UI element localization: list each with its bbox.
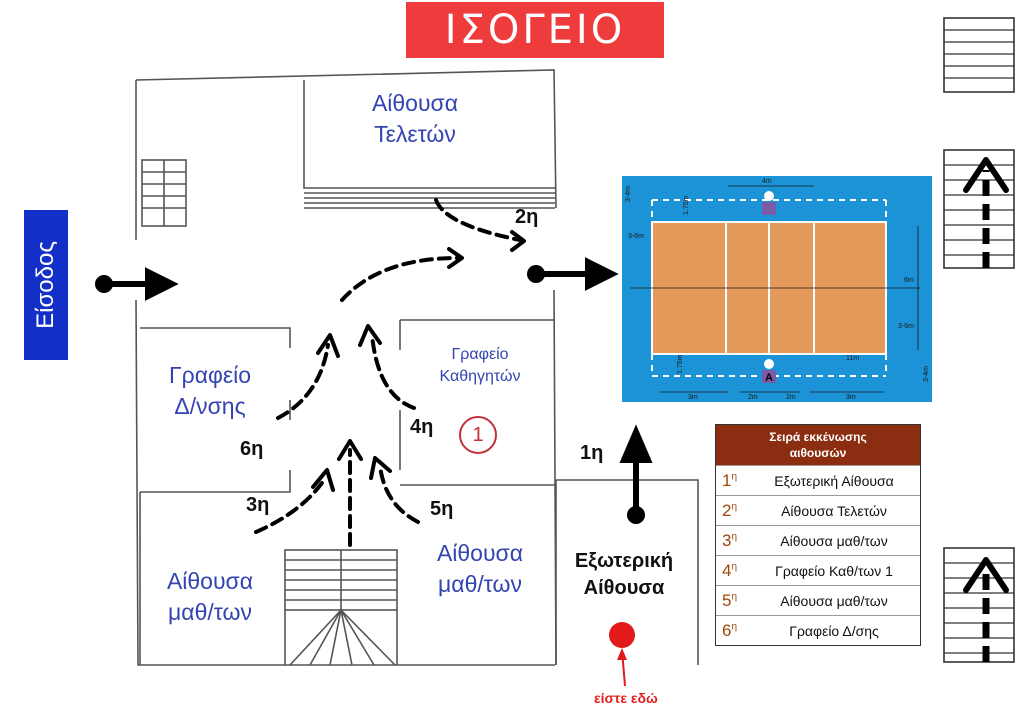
route-label-4: 4η	[410, 416, 434, 438]
legend-room-name: Αίθουσα Τελετών	[781, 502, 887, 519]
legend-number: 1η	[722, 470, 738, 490]
teachers-office-label: Γραφείο Καθηγητών	[439, 346, 521, 385]
court-dim: 3-4m	[923, 366, 930, 382]
legend-row: 3η Αίθουσα μαθ/των	[716, 525, 920, 555]
marker-circle: 1	[459, 416, 497, 454]
classroom-left-label: Αίθουσα μαθ/των	[166, 568, 254, 626]
legend-room-name: Αίθουσα μαθ/των	[780, 592, 888, 609]
court-dim: 3m	[688, 394, 698, 401]
classroom-center-label: Αίθουσα μαθ/των	[436, 540, 524, 598]
legend-number: 3η	[722, 530, 738, 550]
court-dim: 1.75m	[677, 354, 684, 374]
volleyball-court-diagram: 4m 3-4m 1.75m 3-6m 6m 3-6m 1.75m 11m 3-4…	[622, 176, 932, 402]
legend-number: 2η	[722, 500, 738, 520]
legend-room-name: Εξωτερική Αίθουσα	[774, 472, 894, 489]
route-label-6: 6η	[240, 438, 264, 460]
court-dim: 1.75m	[683, 195, 690, 215]
legend-row: 1η Εξωτερική Αίθουσα	[716, 465, 920, 495]
legend-room-name: Γραφείο Καθ/των 1	[775, 562, 893, 579]
legend-row: 5η Αίθουσα μαθ/των	[716, 585, 920, 615]
external-hall-label: Εξωτερική Αίθουσα	[574, 550, 674, 599]
you-are-here-label: είστε εδώ	[594, 690, 658, 706]
court-dim: 2m	[748, 394, 758, 401]
court-dim: 4m	[762, 178, 772, 185]
evacuation-order-legend: Σειρά εκκένωσης αιθουσών 1η Εξωτερική Αίθ…	[715, 424, 921, 647]
court-dim: 6m	[904, 277, 914, 284]
court-dim: 3m	[846, 394, 856, 401]
legend-row: 6η Γραφείο Δ/σης	[716, 615, 920, 645]
court-dim: 3-6m	[898, 323, 914, 330]
legend-row: 2η Αίθουσα Τελετών	[716, 495, 920, 525]
ceremony-hall-label: Αίθουσα Τελετών	[371, 90, 459, 148]
legend-number: 5η	[722, 590, 738, 610]
route-label-3: 3η	[246, 494, 270, 516]
floor-title: ΙΣΟΓΕΙΟ	[406, 2, 664, 58]
legend-header: Σειρά εκκένωσης αιθουσών	[716, 425, 920, 466]
court-dim: 3-6m	[628, 233, 644, 240]
legend-room-name: Γραφείο Δ/σης	[789, 622, 879, 639]
route-label-1: 1η	[580, 442, 604, 464]
legend-room-name: Αίθουσα μαθ/των	[780, 532, 888, 549]
court-dim: 11m	[846, 355, 859, 362]
director-office-label: Γραφείο Δ/νσης	[168, 362, 252, 420]
legend-row: 4η Γραφείο Καθ/των 1	[716, 555, 920, 585]
entrance-label: Είσοδος	[24, 210, 68, 360]
court-dim: 3-4m	[625, 186, 632, 202]
legend-number: 6η	[722, 620, 738, 640]
route-label-2: 2η	[515, 206, 539, 228]
entrance-text: Είσοδος	[32, 241, 59, 329]
route-label-5: 5η	[430, 498, 454, 520]
player-label: A	[765, 372, 773, 384]
legend-number: 4η	[722, 560, 738, 580]
court-dim: 2m	[786, 394, 796, 401]
